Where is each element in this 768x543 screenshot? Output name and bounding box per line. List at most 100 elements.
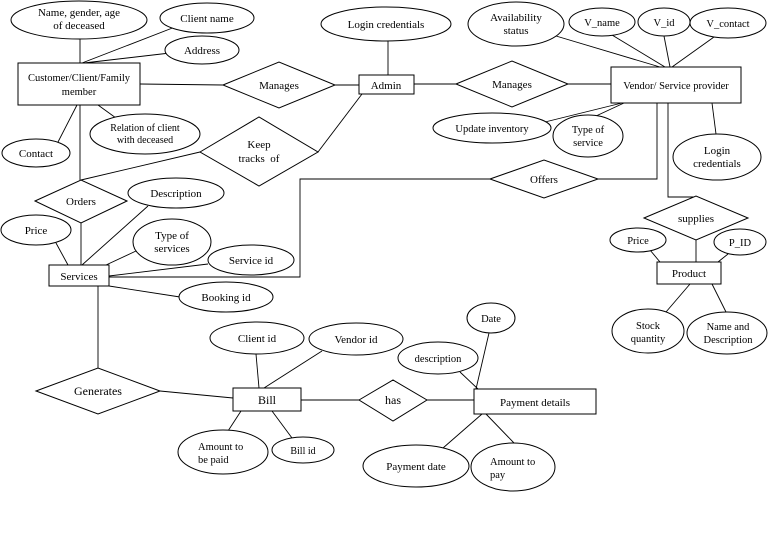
attribute-amount-to-be-paid: Amount to be paid <box>177 429 269 475</box>
attribute-product-price: Price <box>609 227 667 253</box>
connector-customer-manages <box>139 83 224 86</box>
connector-vendor-supplies <box>667 103 696 198</box>
attribute-update-inventory-ellipse <box>432 112 552 144</box>
attribute-update-inventory: Update inventory <box>432 112 552 144</box>
relationship-generates-diamond <box>34 367 162 415</box>
connector-bill-amount-to-be-paid <box>227 410 242 432</box>
attribute-booking-id-ellipse <box>178 281 274 313</box>
attribute-date-label: Date <box>481 314 501 325</box>
attribute-bill-id-ellipse <box>271 436 335 464</box>
attribute-service-price-label: Price <box>25 225 48 237</box>
attribute-bill-id: Bill id <box>271 436 335 464</box>
relationship-customer-manages: Manages <box>221 61 337 109</box>
attribute-contact-label: Contact <box>19 148 53 160</box>
attribute-stock-quantity: Stock quantity <box>611 308 685 354</box>
attribute-vendor-login-credentials-label-line-2: credentials <box>693 158 741 170</box>
attribute-vendor-login-credentials: Login credentials <box>672 133 762 181</box>
entity-customer-label-line-1: Customer/Client/Family <box>28 73 131 84</box>
attribute-v-contact-label: V_contact <box>706 19 749 30</box>
entity-customer-box <box>17 62 141 106</box>
entity-services: Services <box>48 264 110 287</box>
relationship-keep-tracks-of-label-line-1: Keep <box>247 139 271 151</box>
attribute-amount-to-pay-label-line-1: Amount to <box>490 457 535 468</box>
relationship-offers-diamond <box>488 159 600 199</box>
attribute-amount-to-pay: Amount to pay <box>470 442 556 492</box>
connector-vendor-v-id <box>663 35 671 68</box>
attribute-service-id-label: Service id <box>229 255 274 267</box>
attribute-name-and-description-ellipse <box>686 311 768 355</box>
attribute-amount-to-pay-label-line-2: pay <box>490 470 506 481</box>
connector-vendor-v-name <box>611 34 666 68</box>
attribute-v-id-label: V_id <box>654 18 676 29</box>
attribute-vendor-type-of-service-label-line-2: service <box>573 138 603 149</box>
attribute-relation-with-deceased-label-line-2: with deceased <box>117 135 173 146</box>
attribute-payment-description-ellipse <box>397 341 479 375</box>
attribute-payment-date-label: Payment date <box>386 461 446 473</box>
attribute-stock-quantity-label-line-2: quantity <box>631 334 666 345</box>
attribute-name-and-description: Name and Description <box>686 311 768 355</box>
attribute-availability-status-ellipse <box>467 1 565 47</box>
attribute-availability-status-label-line-2: status <box>503 25 528 37</box>
attribute-amount-to-be-paid-label-line-1: Amount to <box>198 442 243 453</box>
connector-services-type-of-services <box>105 250 137 266</box>
attribute-v-id: V_id <box>637 7 691 37</box>
connector-product-name-and-description <box>711 283 727 313</box>
attribute-description-label: Description <box>150 188 202 200</box>
attribute-v-name-label: V_name <box>584 18 620 29</box>
attribute-stock-quantity-label-line-1: Stock <box>636 321 661 332</box>
attribute-deceased-details: Name, gender, age of deceased <box>10 0 148 40</box>
relationship-supplies: supplies <box>642 195 750 241</box>
attribute-payment-description-label: description <box>415 354 462 365</box>
connector-vendor-type-of-service <box>595 102 625 117</box>
attribute-vendor-login-credentials-label-line-1: Login <box>704 145 731 157</box>
attribute-vendor-id-label: Vendor id <box>334 334 378 346</box>
connector-services-service-id <box>108 263 209 277</box>
attribute-product-price-label: Price <box>627 236 649 247</box>
entity-bill: Bill <box>232 387 302 412</box>
connector-vendor-login-credentials <box>711 102 717 135</box>
attribute-date-ellipse <box>466 302 516 334</box>
relationship-offers-label: Offers <box>530 174 558 186</box>
connector-customer-contact <box>57 104 78 143</box>
attribute-v-name: V_name <box>568 7 636 37</box>
relationship-generates: Generates <box>34 367 162 415</box>
attribute-vendor-id: Vendor id <box>308 322 404 356</box>
attribute-description: Description <box>127 177 225 209</box>
relationship-supplies-label: supplies <box>678 213 714 225</box>
relationship-customer-manages-diamond <box>221 61 337 109</box>
attribute-client-name-ellipse <box>159 2 255 34</box>
attribute-address-label: Address <box>184 45 220 57</box>
relationship-vendor-manages-diamond <box>454 60 570 108</box>
connector-admin-keep-tracks-of <box>317 93 363 153</box>
attribute-admin-login-credentials-label: Login credentials <box>348 19 425 31</box>
attribute-admin-login-credentials-ellipse <box>320 6 452 42</box>
attribute-booking-id-label: Booking id <box>201 292 251 304</box>
entity-payment-details-label: Payment details <box>500 397 570 409</box>
attribute-type-of-services-label-line-1: Type of <box>155 230 189 242</box>
entity-product: Product <box>656 261 722 285</box>
relationship-has-diamond <box>358 379 428 422</box>
attribute-amount-to-pay-ellipse <box>470 442 556 492</box>
attribute-vendor-type-of-service: Type of service <box>552 114 624 158</box>
relationship-keep-tracks-of-label-line-2: tracks of <box>239 153 280 165</box>
attribute-client-id-label: Client id <box>238 333 277 345</box>
attribute-client-name-label: Client name <box>180 13 234 25</box>
relationship-orders: Orders <box>33 179 129 224</box>
attribute-deceased-details-label-line-1: Name, gender, age <box>38 7 120 19</box>
attribute-address-ellipse <box>164 35 240 65</box>
attribute-client-id-ellipse <box>209 321 305 355</box>
relationship-orders-label: Orders <box>66 196 96 208</box>
attribute-relation-with-deceased-ellipse <box>89 113 201 155</box>
attribute-type-of-services-ellipse <box>132 218 212 266</box>
relationship-orders-diamond <box>33 179 129 224</box>
attribute-amount-to-be-paid-ellipse <box>177 429 269 475</box>
connector-payment-details-description <box>459 371 479 390</box>
entity-product-label: Product <box>672 268 706 280</box>
connector-services-price <box>55 242 69 266</box>
connector-payment-details-amount-to-pay <box>485 413 515 444</box>
entity-payment-details: Payment details <box>473 388 597 415</box>
attribute-v-contact-ellipse <box>689 7 767 39</box>
attribute-bill-id-label: Bill id <box>290 446 315 457</box>
